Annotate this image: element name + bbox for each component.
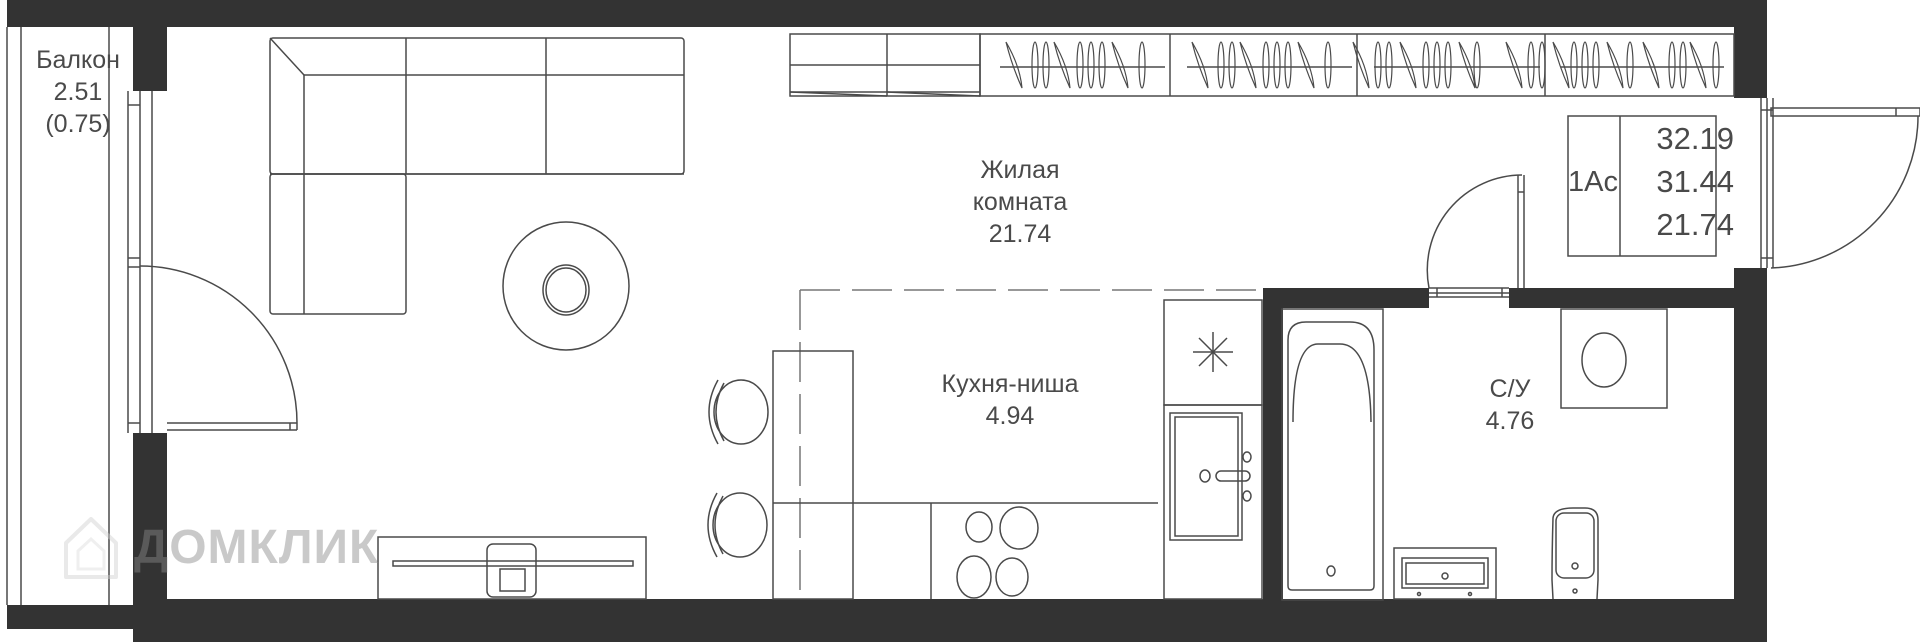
hob-icon	[956, 506, 1039, 599]
hanger-icon	[1005, 41, 1720, 89]
door-swing-icon	[139, 265, 298, 431]
apartment-areas: 32.19 31.44 21.74	[1634, 118, 1734, 246]
bathroom-label: С/У 4.76	[1440, 373, 1580, 437]
balcony-area: 2.51	[53, 78, 103, 106]
living-room-name-line1: Жилая	[980, 156, 1060, 184]
apartment-info-box	[1567, 115, 1717, 257]
watermark: ДОМКЛИК	[62, 512, 379, 582]
kitchen-zone-boundary	[799, 289, 1263, 599]
sofa-icon	[269, 37, 685, 315]
balcony-area-reduced: (0.75)	[45, 110, 111, 138]
fridge-icon	[772, 350, 854, 600]
toilet-icon	[1551, 507, 1599, 600]
chair-icon	[707, 379, 769, 558]
kitchen-name: Кухня-ниша	[941, 370, 1079, 398]
area-without-balcony: 31.44	[1656, 163, 1734, 199]
washbasin-icon	[1393, 547, 1497, 600]
living-room-label: Жилая комната 21.74	[910, 154, 1130, 250]
apartment-type-code: 1Ас	[1568, 166, 1618, 198]
tv-icon	[377, 536, 647, 600]
bathroom-name: С/У	[1489, 375, 1531, 403]
living-room-area: 21.74	[988, 220, 1052, 248]
kitchen-label: Кухня-ниша 4.94	[900, 368, 1120, 432]
walls	[7, 0, 1767, 642]
entrance-door-icon	[1760, 98, 1920, 269]
living-area: 21.74	[1656, 206, 1734, 242]
ventilation-icon	[1163, 299, 1263, 406]
balcony-door-frame	[127, 91, 153, 433]
door-swing-icon	[1426, 174, 1525, 298]
watermark-text: ДОМКЛИК	[134, 520, 380, 574]
balcony	[6, 27, 110, 605]
round-table-icon	[502, 221, 630, 351]
house-logo-icon	[64, 517, 118, 579]
kitchen-counter	[853, 502, 1158, 599]
kitchen-area: 4.94	[985, 402, 1035, 430]
bathroom-area: 4.76	[1485, 407, 1535, 435]
sink-icon	[1163, 404, 1263, 600]
balcony-name: Балкон	[36, 46, 120, 74]
washing-machine-icon	[1560, 308, 1668, 409]
living-room-name-line2: комната	[972, 188, 1068, 216]
total-area: 32.19	[1656, 121, 1734, 156]
balcony-label: Балкон 2.51 (0.75)	[24, 44, 132, 140]
bathtub-icon	[1281, 308, 1384, 601]
